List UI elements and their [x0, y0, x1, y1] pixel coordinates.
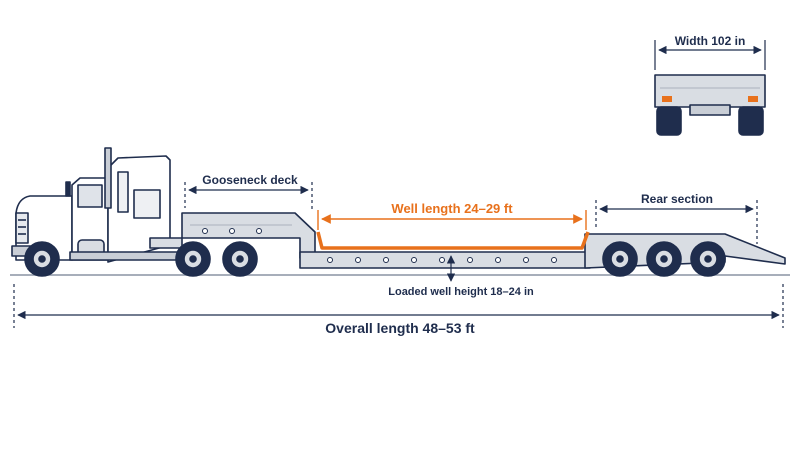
- rear-section-dimension: [595, 200, 758, 244]
- overall-length-label: Overall length 48–53 ft: [325, 320, 475, 336]
- well-highlight: [316, 231, 590, 250]
- drive-wheel-2: [222, 241, 258, 277]
- width-dimension: [654, 40, 766, 70]
- overall-length-dimension: [13, 284, 784, 328]
- trailer-wheel-3: [690, 241, 726, 277]
- tractor-truck: [11, 147, 183, 263]
- gooseneck-label: Gooseneck deck: [202, 173, 298, 187]
- drive-wheel-1: [175, 241, 211, 277]
- trailer-wheel-2: [646, 241, 682, 277]
- lowboy-trailer: [181, 212, 786, 269]
- rear-section-label: Rear section: [641, 192, 713, 206]
- gooseneck-dimension: [184, 182, 313, 210]
- well-length-dimension: [317, 210, 587, 230]
- well-height-label: Loaded well height 18–24 in: [388, 286, 534, 298]
- trailer-wheel-1: [602, 241, 638, 277]
- well-length-label: Well length 24–29 ft: [391, 201, 513, 216]
- truck-wheels: [24, 241, 258, 277]
- trailer-wheels: [602, 241, 726, 277]
- width-label: Width 102 in: [675, 34, 746, 48]
- rear-view-diagram: [654, 74, 766, 136]
- front-wheel: [24, 241, 60, 277]
